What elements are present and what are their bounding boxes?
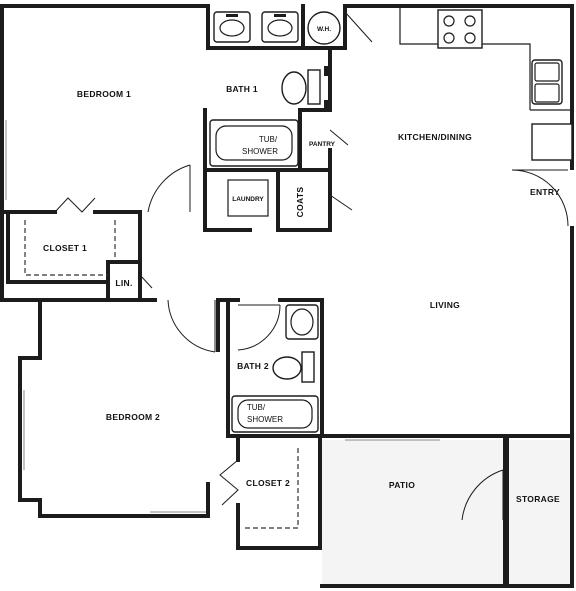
kitchen-fixtures [399, 6, 573, 161]
lin-door [139, 274, 153, 289]
label-bedroom2: BEDROOM 2 [106, 412, 160, 422]
tub-2 [231, 395, 319, 433]
exterior-walls [0, 4, 574, 588]
label-bath2: BATH 2 [237, 361, 269, 371]
label-lin: LIN. [115, 278, 132, 288]
stove [437, 9, 483, 49]
tub-1 [209, 119, 299, 167]
tub2-label-line2: SHOWER [247, 415, 283, 424]
storage-floor [507, 440, 570, 586]
label-storage: STORAGE [516, 494, 560, 504]
interior-walls [0, 4, 347, 518]
label-living: LIVING [430, 300, 460, 310]
label-bedroom1: BEDROOM 1 [77, 89, 131, 99]
closet1-bifold [54, 197, 96, 213]
toilet-2 [272, 356, 302, 380]
kitchen-sink [531, 59, 563, 105]
tub1-label-line1: TUB/ [259, 135, 278, 144]
label-water-heater: W.H. [317, 26, 331, 33]
label-patio: PATIO [389, 480, 415, 490]
vanity-sink-left [213, 11, 251, 43]
doors [54, 11, 569, 521]
tub1-label-line2: SHOWER [242, 147, 278, 156]
bath1-fixtures [209, 11, 341, 217]
pantry-door [329, 129, 349, 146]
label-closet1: CLOSET 1 [43, 243, 87, 253]
label-kitchen-dining: KITCHEN/DINING [398, 132, 472, 142]
vanity-sink-right [261, 11, 299, 43]
wh-door [344, 11, 373, 43]
coats-door [329, 194, 353, 211]
laundry-box [227, 179, 269, 217]
refrigerator [531, 123, 573, 161]
patio-floor [322, 440, 505, 586]
tub2-label-line1: TUB/ [247, 403, 266, 412]
closet2-rod [245, 448, 299, 529]
water-heater [307, 11, 341, 45]
toilet-1 [281, 71, 307, 105]
label-coats: COATS [295, 187, 305, 218]
label-pantry: PANTRY [309, 141, 336, 148]
label-bath1: BATH 1 [226, 84, 258, 94]
label-laundry: LAUNDRY [232, 196, 264, 203]
closet1-rod [24, 220, 108, 276]
closet2-bifold [219, 459, 239, 506]
label-entry: ENTRY [530, 187, 560, 197]
bath2-fixtures [231, 304, 319, 433]
label-closet2: CLOSET 2 [246, 478, 290, 488]
